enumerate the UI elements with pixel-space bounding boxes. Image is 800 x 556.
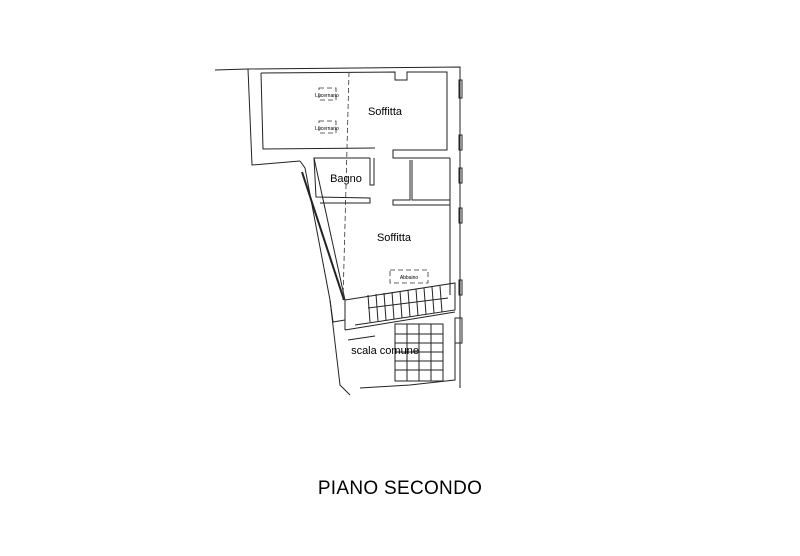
lucernario-label-1: Lucernario	[315, 93, 339, 99]
room-label-bagno: Bagno	[330, 173, 362, 185]
abbaino-box	[389, 269, 429, 284]
stair-treads-lower	[394, 323, 444, 382]
lucernario-label-2: Lucernario	[315, 126, 339, 132]
lucernario-2-box	[318, 120, 337, 134]
abbaino-label: Abbaino	[400, 275, 419, 281]
walls	[214, 66, 463, 396]
plan-title: PIANO SECONDO	[317, 478, 483, 499]
room-label-soffitta-upper: Soffitta	[368, 106, 403, 118]
lucernario-1-box	[318, 87, 337, 101]
room-label-scala-comune: scala comune	[351, 345, 419, 357]
room-label-soffitta-lower: Soffitta	[377, 232, 412, 244]
roof-ridge-line	[342, 71, 350, 301]
stair-treads-upper	[367, 285, 449, 323]
